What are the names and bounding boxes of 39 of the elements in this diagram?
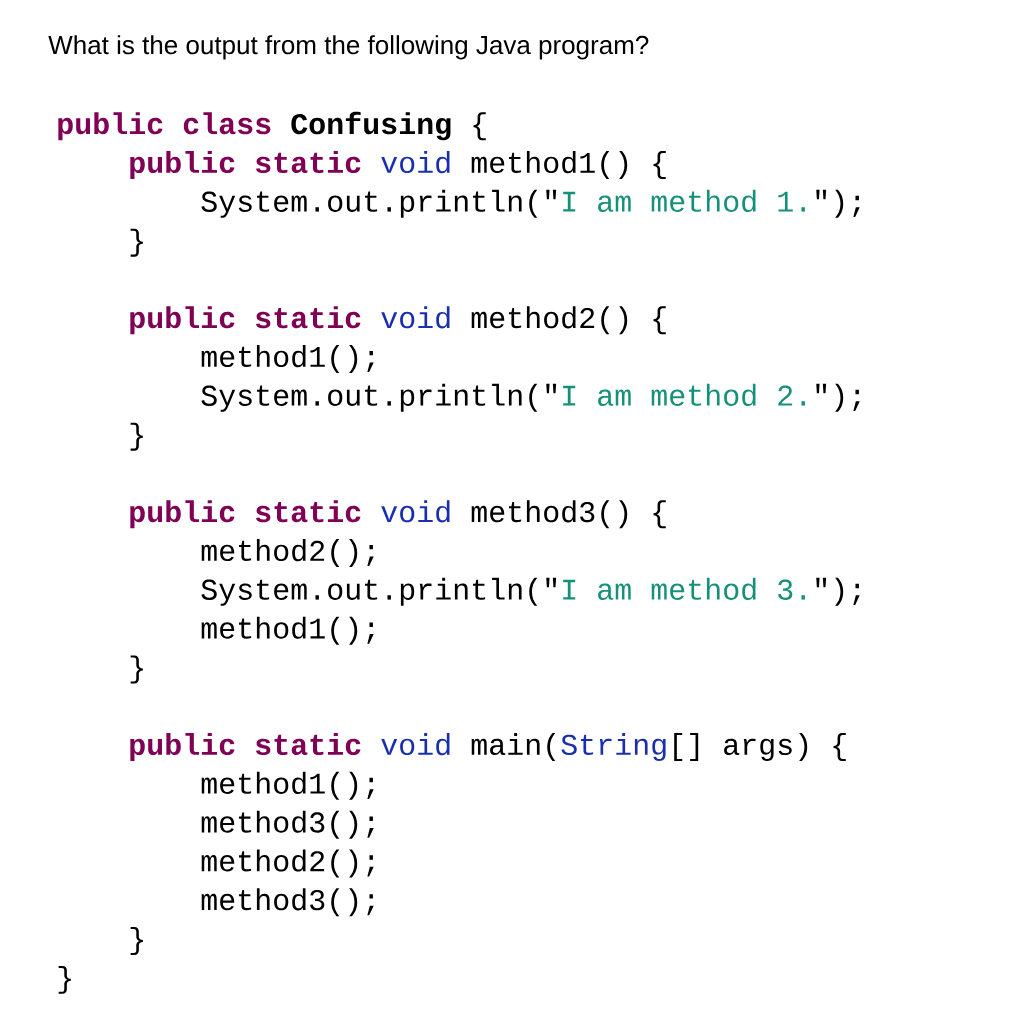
code-type: void	[381, 151, 450, 174]
code-keyword: public static	[130, 500, 361, 529]
code-text: method1();	[201, 345, 374, 374]
code-text: method3();	[201, 810, 374, 839]
code-keyword: public class	[58, 112, 271, 141]
code-text: ");	[816, 189, 860, 218]
code-text: }	[58, 965, 71, 994]
code-text: method1();	[201, 771, 374, 800]
code-text: System.out.println("	[201, 189, 557, 218]
code-text: }	[130, 655, 143, 684]
code-text: ");	[816, 577, 860, 606]
code-text: method1() {	[471, 151, 666, 180]
code-keyword: public static	[130, 733, 361, 762]
code-type: String	[561, 733, 666, 761]
code-text: System.out.println("	[201, 577, 557, 606]
code-type: void	[381, 500, 450, 523]
code-text: System.out.println("	[201, 383, 557, 412]
string-literal: I am method 2.	[563, 383, 805, 406]
string-literal: I am method 3.	[563, 577, 805, 600]
code-text: method2() {	[471, 306, 666, 335]
code-type: void	[381, 306, 450, 329]
code-text: main(	[471, 733, 556, 762]
code-type: void	[381, 733, 450, 756]
code-text: [] args) {	[674, 733, 846, 762]
code-text: }	[130, 927, 143, 956]
code-text: {	[473, 112, 486, 141]
code-keyword: public static	[130, 151, 361, 180]
question-text: What is the output from the following Java program?	[48, 35, 649, 60]
code-text: }	[130, 228, 143, 257]
code-text: method3();	[201, 888, 374, 917]
code-text: method1();	[201, 616, 374, 645]
class-name: Confusing	[291, 111, 451, 141]
code-text: }	[130, 422, 143, 451]
code-text: method2();	[201, 539, 374, 568]
string-literal: I am method 1.	[563, 189, 805, 212]
code-text: method2();	[201, 849, 374, 878]
code-keyword: public static	[130, 306, 361, 335]
code-text: ");	[816, 383, 860, 412]
code-text: method3() {	[471, 500, 666, 529]
